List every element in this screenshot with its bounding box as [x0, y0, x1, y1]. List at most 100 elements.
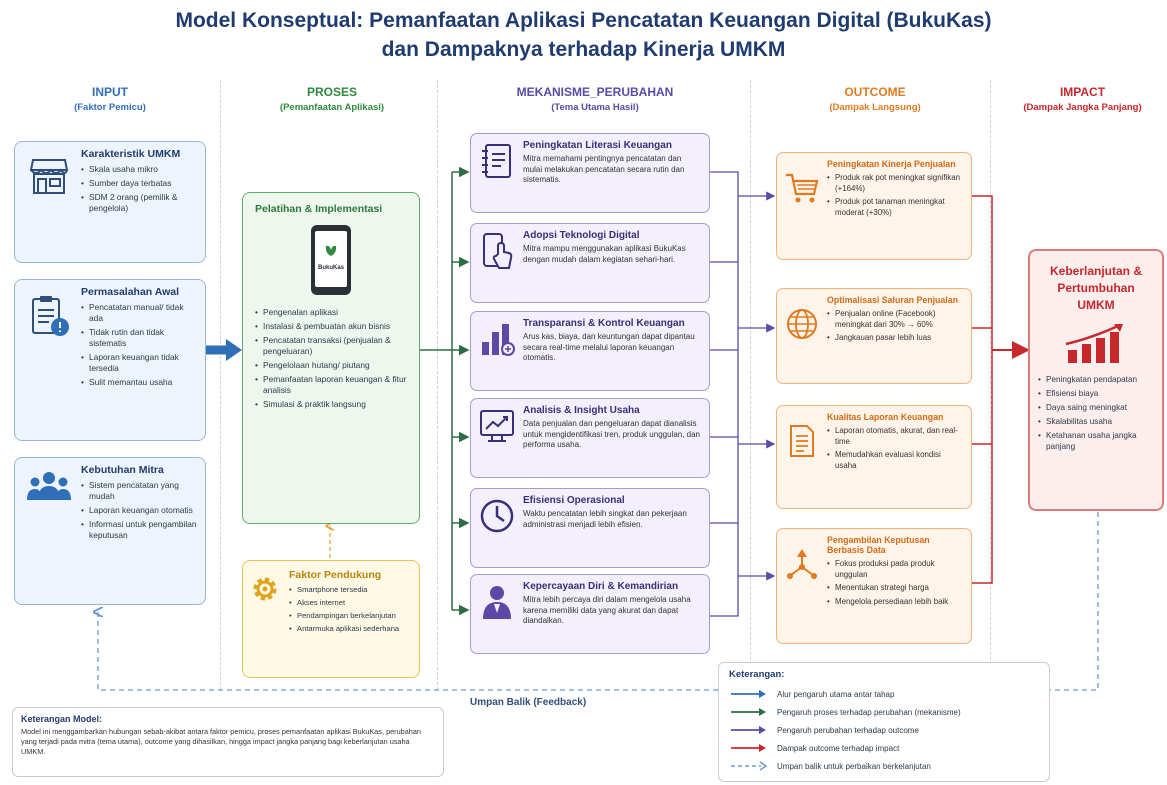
- mekanisme-title: Efisiensi Operasional: [523, 495, 625, 506]
- legend-arrow-dashed: [731, 761, 768, 771]
- legend-item: Pengaruh proses terhadap perubahan (meka…: [729, 703, 1039, 721]
- column-header-mekanisme: MEKANISME_PERUBAHAN(Tema Utama Hasil): [516, 85, 674, 113]
- list-item: Smartphone tersedia: [289, 585, 411, 595]
- clock-icon: [480, 499, 514, 533]
- list-item: Mengelola persediaan lebih baik: [827, 597, 963, 608]
- list-item: Penjualan online (Facebook) meningkat da…: [827, 309, 963, 330]
- input-kebutuhan-mitra: Kebutuhan Mitra Sistem pencatatan yang m…: [14, 457, 206, 605]
- input-karakteristik-umkm: Karakteristik UMKM Skala usaha mikro Sum…: [14, 141, 206, 263]
- notebook-icon: [482, 144, 511, 178]
- list-item: Efisiensi biaya: [1038, 388, 1154, 399]
- mekanisme-title: Kepercayaan Diri & Kemandirian: [523, 581, 679, 592]
- legend-item: Dampak outcome terhadap impact: [729, 739, 1039, 757]
- mekanisme-title: Adopsi Teknologi Digital: [523, 230, 640, 241]
- list-item: Pencatatan transaksi (penjualan & pengel…: [255, 335, 407, 357]
- mekanisme-transparansi-kontrol: Transparansi & Kontrol Keuangan Arus kas…: [470, 311, 710, 391]
- input-title: Karakteristik UMKM: [81, 148, 181, 160]
- outcome-kinerja-penjualan: Peningkatan Kinerja Penjualan Produk rak…: [776, 152, 972, 260]
- mekanisme-analisis-insight: Analisis & Insight Usaha Data penjualan …: [470, 398, 710, 478]
- outcome-title: Pengambilan Keputusan Berbasis Data: [827, 535, 930, 555]
- bar-chart-icon: [482, 324, 515, 356]
- faktor-pendukung: Faktor Pendukung Smartphone tersedia Aks…: [242, 560, 420, 678]
- column-separator: [750, 80, 751, 690]
- legend-item: Umpan balik untuk perbaikan berkelanjuta…: [729, 757, 1039, 775]
- legend-arrow-red: [731, 744, 766, 752]
- model-note: Keterangan Model: Model ini menggambarka…: [12, 707, 444, 777]
- feedback-label: Umpan Balik (Feedback): [470, 697, 587, 708]
- model-note-title: Keterangan Model:: [21, 714, 103, 724]
- model-note-text: Model ini menggambarkan hubungan sebab-a…: [21, 727, 421, 756]
- outcome-title: Peningkatan Kinerja Penjualan: [827, 159, 956, 169]
- list-item: Akses internet: [289, 598, 411, 608]
- outcome-title: Kualitas Laporan Keuangan: [827, 412, 944, 422]
- title-line-2: dan Dampaknya terhadap Kinerja UMKM: [381, 38, 786, 61]
- legend-item: Alur pengaruh utama antar tahap: [729, 685, 1039, 703]
- phone-label: BukuKas: [317, 265, 344, 271]
- input-title: Permasalahan Awal: [81, 286, 180, 298]
- list-item: Daya saing meningkat: [1038, 402, 1154, 413]
- list-item: Sistem pencatatan yang mudah: [81, 480, 197, 502]
- input-main-arrow-head: [226, 339, 242, 361]
- column-header-outcome: OUTCOME(Dampak Langsung): [829, 85, 921, 113]
- list-item: Jangkauan pasar lebih luas: [827, 333, 963, 344]
- list-item: Laporan otomatis, akurat, dan real-time: [827, 426, 963, 447]
- column-header-impact: IMPACT(Dampak Jangka Panjang): [1023, 85, 1142, 113]
- list-item: Skalabilitas usaha: [1038, 416, 1154, 427]
- list-item: Skala usaha mikro: [81, 164, 197, 175]
- mekanisme-text: Mitra lebih percaya diri dalam mengelola…: [523, 595, 691, 625]
- clipboard-alert-icon: [32, 296, 69, 336]
- legend-arrow-purple: [731, 726, 766, 734]
- list-item: Produk pot tanaman meningkat moderat (+3…: [827, 197, 963, 218]
- outcome-keputusan-berbasis-data: Pengambilan Keputusan Berbasis Data Foku…: [776, 528, 972, 644]
- list-item: Sumber daya terbatas: [81, 178, 197, 189]
- list-item: Pencatatan manual/ tidak ada: [81, 302, 197, 324]
- mekanisme-title: Analisis & Insight Usaha: [523, 405, 640, 416]
- input-permasalahan-awal: Permasalahan Awal Pencatatan manual/ tid…: [14, 279, 206, 441]
- phone-bukukas-icon: BukuKas: [311, 225, 351, 295]
- diagram-title: Model Konseptual: Pemanfaatan Aplikasi P…: [0, 6, 1167, 64]
- mekanisme-title: Peningkatan Literasi Keuangan: [523, 140, 672, 151]
- mekanisme-efisiensi-operasional: Efisiensi Operasional Waktu pencatatan l…: [470, 488, 710, 568]
- proses-title: Pelatihan & Implementasi: [255, 203, 383, 215]
- list-item: Memudahkan evaluasi kondisi usaha: [827, 450, 963, 471]
- mekanisme-title: Transparansi & Kontrol Keuangan: [523, 318, 685, 329]
- mekanisme-text: Mitra mampu menggunakan aplikasi BukuKas…: [523, 244, 686, 264]
- legend: Keterangan: Alur pengaruh utama antar ta…: [718, 662, 1050, 782]
- outcome-title: Optimalisasi Saluran Penjualan: [827, 295, 959, 305]
- mekanisme-text: Arus kas, biaya, dan keuntungan dapat di…: [523, 332, 695, 362]
- pendukung-title: Faktor Pendukung: [289, 569, 382, 581]
- proses-pelatihan-implementasi: Pelatihan & Implementasi BukuKas Pengena…: [242, 192, 420, 524]
- phone-tap-icon: [483, 233, 513, 269]
- title-line-1: Model Konseptual: Pemanfaatan Aplikasi P…: [175, 9, 992, 32]
- list-item: Fokus produksi pada produk unggulan: [827, 559, 963, 580]
- list-item: Ketahanan usaha jangka panjang: [1038, 430, 1154, 452]
- outcome-kualitas-laporan: Kualitas Laporan Keuangan Laporan otomat…: [776, 405, 972, 509]
- column-header-input: INPUT(Faktor Pemicu): [74, 85, 146, 113]
- list-item: Simulasi & praktik langsung: [255, 399, 407, 410]
- list-item: Instalasi & pembuatan akun bisnis: [255, 321, 407, 332]
- store-icon: [29, 159, 69, 194]
- gear-icon: [253, 577, 277, 601]
- list-item: Antarmuka aplikasi sederhana: [289, 624, 411, 634]
- leaf-icon: [325, 245, 337, 256]
- legend-item: Pengaruh perubahan terhadap outcome: [729, 721, 1039, 739]
- input-title: Kebutuhan Mitra: [81, 464, 164, 476]
- list-item: Pengenalan aplikasi: [255, 307, 407, 318]
- growth-chart-icon: [1065, 323, 1123, 363]
- column-separator: [437, 80, 438, 690]
- legend-arrow-blue: [731, 690, 766, 698]
- person-icon: [483, 586, 511, 619]
- legend-title: Keterangan:: [729, 669, 785, 680]
- column-header-proses: PROSES(Pemanfaatan Aplikasi): [279, 85, 385, 113]
- list-item: SDM 2 orang (pemilik & pengelola): [81, 192, 197, 214]
- list-item: Pendampingan berkelanjutan: [289, 611, 411, 621]
- mekanisme-text: Waktu pencatatan lebih singkat dan peker…: [523, 509, 687, 529]
- list-item: Sulit memantau usaha: [81, 377, 197, 388]
- mekanisme-adopsi-teknologi: Adopsi Teknologi Digital Mitra mampu men…: [470, 223, 710, 303]
- column-separator: [220, 80, 221, 690]
- document-icon: [790, 425, 814, 457]
- decision-icon: [787, 549, 817, 579]
- list-item: Produk rak pot meningkat signifikan (+16…: [827, 173, 963, 194]
- mekanisme-kepercayaan-diri: Kepercayaan Diri & Kemandirian Mitra leb…: [470, 574, 710, 654]
